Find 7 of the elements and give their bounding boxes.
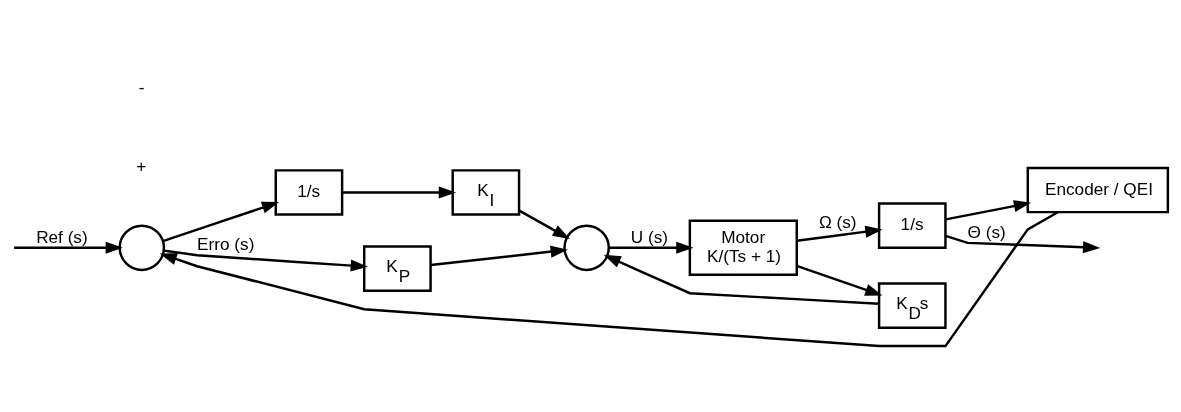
- label: +: [136, 156, 147, 177]
- label: -: [138, 76, 145, 97]
- edge-label: Erro (s): [197, 234, 255, 255]
- edge-label: Ref (s): [36, 227, 88, 248]
- edge-label: Θ (s): [967, 222, 1006, 243]
- edge-label: Ω (s): [818, 212, 857, 233]
- edge-label: U (s): [630, 227, 669, 248]
